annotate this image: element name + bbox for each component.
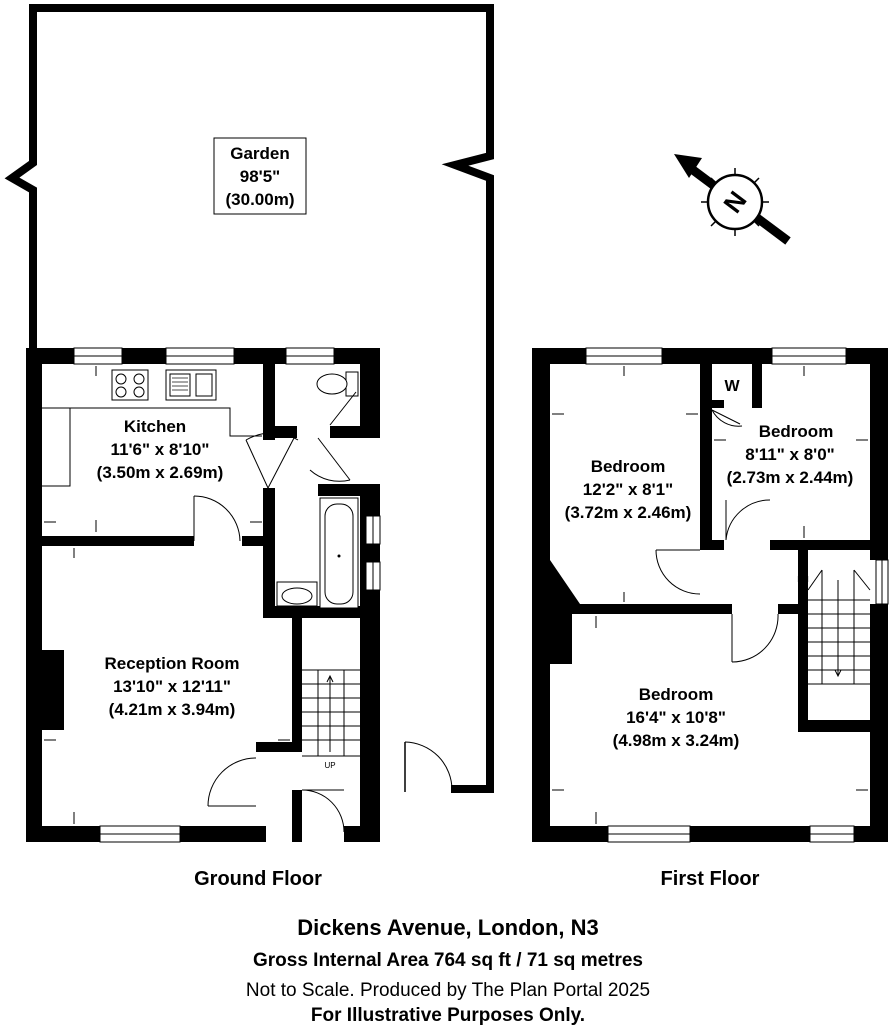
bedroom2-size-imperial: 8'11" x 8'0" xyxy=(745,445,834,464)
sink-icon xyxy=(165,369,217,401)
ground-stair-label: UP xyxy=(324,761,335,770)
toilet-icon xyxy=(316,371,359,397)
bedroom3-size-imperial: 16'4" x 10'8" xyxy=(626,708,726,727)
bedroom1-size-metric: (3.72m x 2.46m) xyxy=(565,503,692,522)
garden-size-metric: (30.00m) xyxy=(226,190,295,209)
bedroom2-size-metric: (2.73m x 2.44m) xyxy=(727,468,854,487)
first-floor-dimension-marks xyxy=(552,366,868,824)
first-floor-stairs xyxy=(807,569,871,685)
bedroom1-name: Bedroom xyxy=(591,457,666,476)
ground-floor-label: Ground Floor xyxy=(194,868,322,890)
reception-size-metric: (4.21m x 3.94m) xyxy=(109,700,236,719)
first-floor: W DN xyxy=(532,347,889,843)
kitchen-size-imperial: 11'6" x 8'10" xyxy=(111,440,210,459)
wardrobe-label: W xyxy=(724,378,740,395)
footer-scale-note: Not to Scale. Produced by The Plan Porta… xyxy=(245,980,651,1001)
garden-label-box xyxy=(213,137,307,215)
footer-address: Dickens Avenue, London, N3 xyxy=(297,915,599,940)
compass: N xyxy=(674,154,791,245)
ground-floor: UP Kitchen 11'6" x 8'10" (3.50m x 2.69m)… xyxy=(26,347,381,843)
ground-floor-stairs xyxy=(302,669,360,757)
first-floor-doors xyxy=(655,409,779,663)
basin-icon xyxy=(276,581,318,607)
bedroom3-name: Bedroom xyxy=(639,685,714,704)
garden-boundary xyxy=(4,4,494,793)
footer-area: Gross Internal Area 764 sq ft / 71 sq me… xyxy=(252,950,644,971)
garden: Garden 98'5" (30.00m) xyxy=(4,4,494,793)
compass-arrowhead xyxy=(674,154,702,178)
footer-disclaimer: For Illustrative Purposes Only. xyxy=(310,1005,586,1026)
bedroom1-size-imperial: 12'2" x 8'1" xyxy=(583,480,673,499)
garden-size-imperial: 98'5" xyxy=(240,167,280,186)
kitchen-name: Kitchen xyxy=(124,417,186,436)
bath-icon xyxy=(319,497,359,609)
garden-gate-swing xyxy=(404,741,453,791)
garden-name: Garden xyxy=(230,144,290,163)
first-floor-label: First Floor xyxy=(661,868,760,890)
compass-dial xyxy=(706,173,764,231)
reception-name: Reception Room xyxy=(104,654,239,673)
ground-floor-dimension-marks xyxy=(44,366,290,824)
bedroom2-name: Bedroom xyxy=(759,422,834,441)
ground-floor-doors xyxy=(193,391,357,833)
bedroom3-size-metric: (4.98m x 3.24m) xyxy=(613,731,740,750)
first-floor-walls xyxy=(532,348,888,842)
reception-size-imperial: 13'10" x 12'11" xyxy=(113,677,231,696)
kitchen-size-metric: (3.50m x 2.69m) xyxy=(97,463,224,482)
first-stair-label: DN xyxy=(797,575,809,584)
kitchen-worktop xyxy=(42,407,262,487)
hob-icon xyxy=(111,369,149,401)
